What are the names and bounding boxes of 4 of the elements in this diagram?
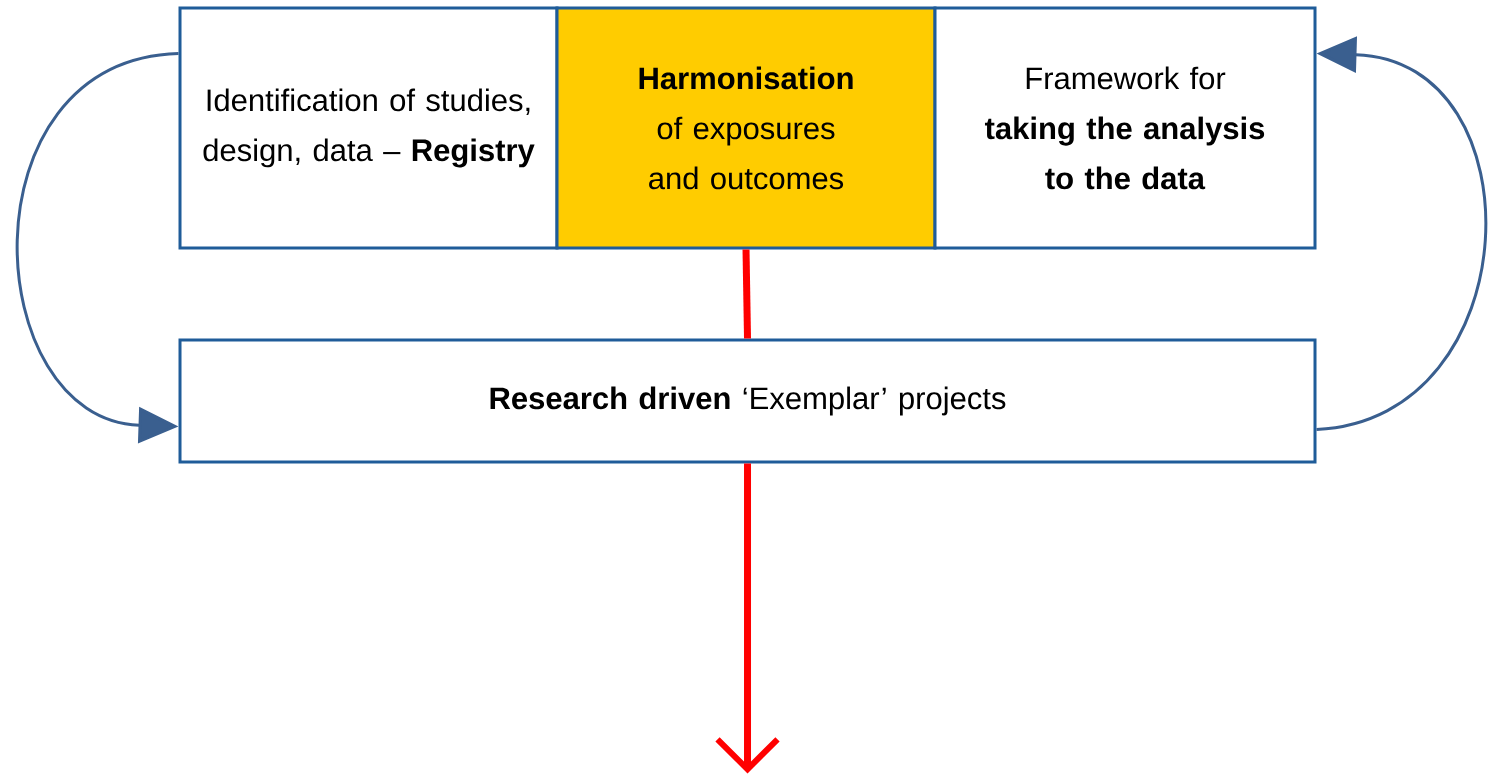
process-box: Research driven ‘Exemplar’ projects: [178, 338, 1317, 464]
process-box: Framework for taking the analysis to the data: [933, 6, 1317, 250]
process-box: Harmonisation of exposures and outcomes: [555, 6, 937, 250]
process-box: Identification of studies, design, data – Registry: [178, 6, 559, 250]
